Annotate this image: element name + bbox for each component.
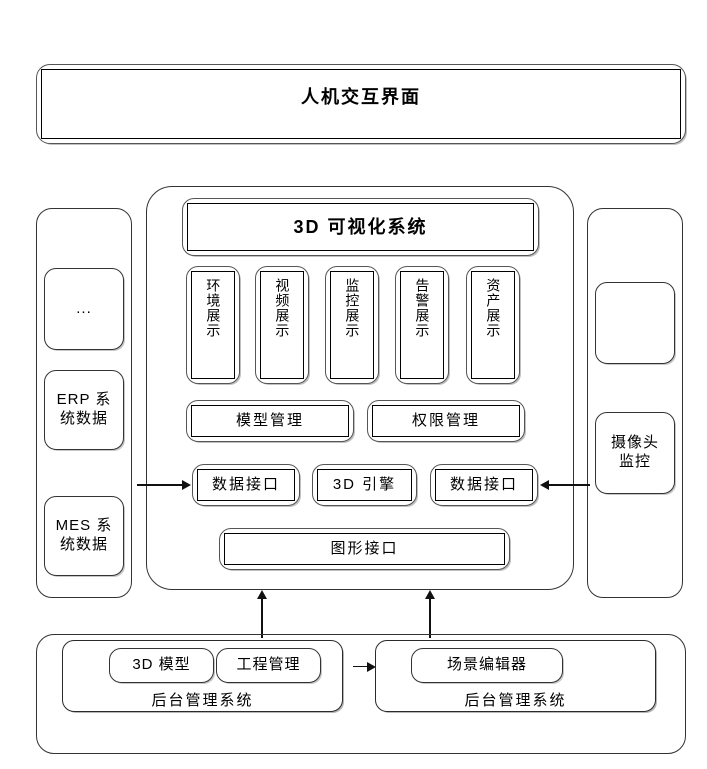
visualization-system-label: 3D 可视化系统 xyxy=(293,216,428,237)
center-panel xyxy=(146,186,574,590)
module-alarm-display[interactable]: 告警展示 xyxy=(395,266,449,384)
backend-scene-editor-box[interactable]: 场景编辑器 xyxy=(411,648,563,683)
arrow-left-source-to-data-interface xyxy=(137,480,193,490)
right-item-empty[interactable] xyxy=(595,282,675,364)
graphics-interface-label: 图形接口 xyxy=(330,539,399,557)
backend-project-management-label: 工程管理 xyxy=(236,656,301,674)
backend-group-right-caption: 后台管理系统 xyxy=(464,692,567,709)
permission-management-label: 权限管理 xyxy=(411,411,480,429)
data-interface-right-label: 数据接口 xyxy=(449,475,518,493)
module-monitor-display-label: 监控展示 xyxy=(344,278,361,338)
module-alarm-display-label: 告警展示 xyxy=(414,278,431,338)
arrow-right-source-to-data-interface xyxy=(540,480,590,490)
left-item-erp-label-line2: 统数据 xyxy=(59,410,108,427)
backend-group-left-caption: 后台管理系统 xyxy=(151,692,254,709)
left-item-mes[interactable]: MES 系 统数据 xyxy=(44,496,124,576)
backend-3d-model-label: 3D 模型 xyxy=(132,656,191,674)
backend-scene-editor-label: 场景编辑器 xyxy=(446,656,527,674)
right-item-camera-label-line2: 监控 xyxy=(618,453,651,470)
data-interface-right-box[interactable]: 数据接口 xyxy=(430,464,538,506)
arrow-backend-left-to-center xyxy=(257,590,267,638)
data-interface-left-label: 数据接口 xyxy=(211,475,280,493)
right-source-column xyxy=(587,208,683,598)
module-asset-display[interactable]: 资产展示 xyxy=(466,266,520,384)
engine-3d-box[interactable]: 3D 引擎 xyxy=(312,464,417,506)
graphics-interface-box[interactable]: 图形接口 xyxy=(219,528,510,570)
hmi-box: 人机交互界面 xyxy=(36,64,686,144)
hmi-label: 人机交互界面 xyxy=(301,87,421,107)
module-video-display[interactable]: 视频展示 xyxy=(255,266,309,384)
backend-3d-model-box[interactable]: 3D 模型 xyxy=(109,648,214,683)
right-item-camera[interactable]: 摄像头 监控 xyxy=(595,412,675,494)
data-interface-left-box[interactable]: 数据接口 xyxy=(192,464,300,506)
left-datasource-column xyxy=(36,208,132,598)
engine-3d-label: 3D 引擎 xyxy=(332,475,397,493)
left-item-ellipsis[interactable]: ... xyxy=(44,268,124,350)
visualization-system-box[interactable]: 3D 可视化系统 xyxy=(182,198,539,256)
left-item-mes-label-line1: MES 系 xyxy=(55,517,113,535)
arrow-backend-right-to-center xyxy=(425,590,435,638)
left-item-erp[interactable]: ERP 系 统数据 xyxy=(44,370,124,450)
arrow-backend-left-to-backend-right xyxy=(353,662,377,672)
left-item-ellipsis-label: ... xyxy=(76,299,92,317)
permission-management-box[interactable]: 权限管理 xyxy=(367,400,525,442)
bottom-outer-container xyxy=(36,634,686,754)
backend-project-management-box[interactable]: 工程管理 xyxy=(216,648,321,683)
model-management-box[interactable]: 模型管理 xyxy=(186,400,354,442)
model-management-label: 模型管理 xyxy=(235,411,304,429)
left-item-mes-label-line2: 统数据 xyxy=(59,536,108,553)
module-environment-display[interactable]: 环境展示 xyxy=(186,266,240,384)
module-monitor-display[interactable]: 监控展示 xyxy=(325,266,379,384)
module-video-display-label: 视频展示 xyxy=(274,278,291,338)
module-asset-display-label: 资产展示 xyxy=(485,278,502,338)
right-item-camera-label-line1: 摄像头 xyxy=(610,434,659,452)
module-environment-display-label: 环境展示 xyxy=(205,278,222,338)
left-item-erp-label-line1: ERP 系 xyxy=(56,391,112,409)
